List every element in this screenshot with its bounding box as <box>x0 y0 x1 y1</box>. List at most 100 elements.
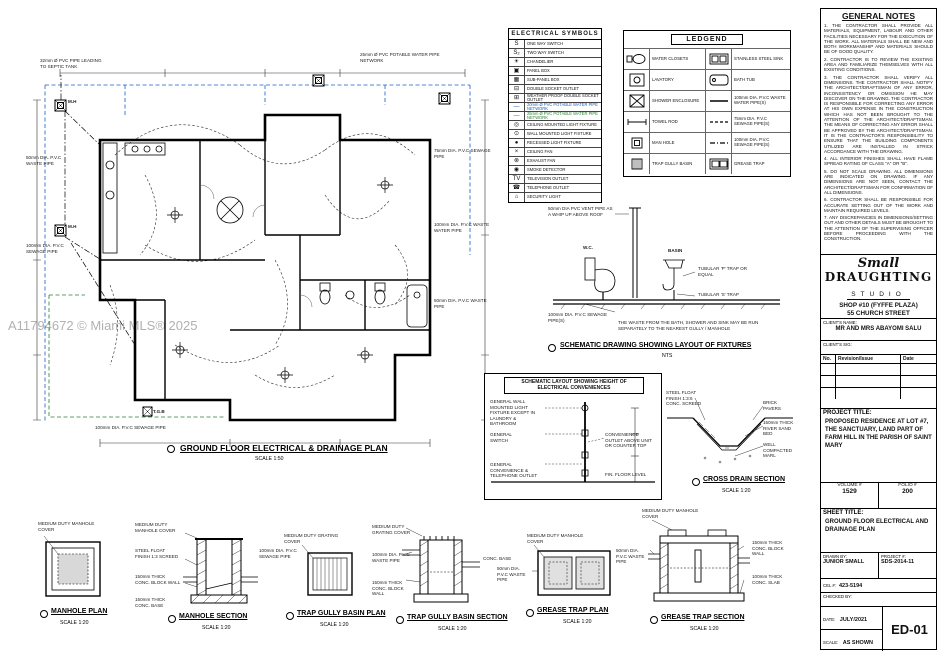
trap-gully-basin-icon <box>624 154 650 174</box>
grease-trap-section-title: GREASE TRAP SECTION <box>661 614 745 621</box>
studio-address: SHOP #10 (FYFFE PLAZA) <box>839 302 918 310</box>
detail-bubble <box>650 616 658 624</box>
legend-row: TOWEL ROD 75mm DIA. P.V.C SEWAGE PIPE(S) <box>624 111 790 132</box>
detail-bubble <box>548 344 556 352</box>
conveniences-title: SCHEMATIC LAYOUT SHOWING HEIGHT OF ELECT… <box>504 377 644 394</box>
title-block: GENERAL NOTES 1. THE CONTRACTOR SHALL PR… <box>820 8 937 651</box>
detail-bubble <box>526 609 534 617</box>
detail-bubble <box>168 615 176 623</box>
wc-tank <box>584 257 596 281</box>
pipe-annotation: 50mm DIA. P.V.C WASTE PIPE <box>26 155 62 166</box>
studio-name: DRAUGHTING <box>824 269 933 284</box>
cross-drain-title: CROSS DRAIN SECTION <box>703 476 786 483</box>
cross-drain-drawing <box>667 397 793 464</box>
symbol-row: ⊙WALL MOUNTED LIGHT FIXTURE <box>509 129 601 139</box>
drain-annotation: BRICK PAVERS <box>763 400 781 411</box>
panel-box-icon: ▣ <box>509 66 525 76</box>
telephone-outlet-icon: ☎ <box>509 183 525 193</box>
fixture-note: THE WASTE FROM THE BATH, SHOWER AND SINK… <box>618 320 759 331</box>
symbol-row: ⌂SECURITY LIGHT <box>509 193 601 202</box>
electrical-symbols-title: ELECTRICAL SYMBOLS <box>509 29 601 40</box>
water-closet-icon <box>624 49 650 69</box>
general-note: 6. CONTRACTOR SHALL BE RESPONSIBLE FOR A… <box>824 197 933 213</box>
sewage-pipe-100-icon <box>706 133 732 153</box>
symbol-row: ◉SMOKE DETECTOR <box>509 165 601 175</box>
floor-plan-title: GROUND FLOOR ELECTRICAL & DRAINAGE PLAN <box>180 443 388 453</box>
pipe-annotation: 100mm DIA. P.V.C WASTE WATER PIPE <box>434 222 490 233</box>
general-note: 1. THE CONTRACTOR SHALL PROVIDE ALL MATE… <box>824 23 933 55</box>
detail-bubble <box>286 612 294 620</box>
legend-row: TRAP GULLY BASIN GREASE TRAP <box>624 153 790 174</box>
volume-folio-section: VOLUME # 1529 FOLIO # 200 <box>821 483 936 509</box>
manhole-marker: M.H <box>68 99 77 104</box>
ground-hatch <box>560 303 766 310</box>
folio-number: 200 <box>902 488 913 495</box>
tgb-section-title: TRAP GULLY BASIN SECTION <box>407 614 508 621</box>
detail-annotation: 50mm DIA. P.V.C WASTE PIPE <box>497 566 526 582</box>
electrical-conveniences-box: SCHEMATIC LAYOUT SHOWING HEIGHT OF ELECT… <box>484 373 662 500</box>
legend-row: WATER CLOSETS STAINLESS STEEL SINK <box>624 48 790 69</box>
sewage-main <box>553 299 780 305</box>
detail-annotation: MEDIUM DUTY MANHOLE COVER <box>38 521 95 532</box>
tgb-plan-title: TRAP GULLY BASIN PLAN <box>297 610 386 617</box>
grease-trap-plan-scale: SCALE 1:20 <box>563 619 592 625</box>
legend-row: MAN HOLE 100mm DIA. P.V.C SEWAGE PIPE(S) <box>624 132 790 153</box>
stainless-sink-icon <box>706 49 732 69</box>
exhaust-fan-icon: ⊗ <box>509 156 525 166</box>
fixtures-schematic-scale: NTS <box>662 353 673 359</box>
detail-annotation: STEEL FLOAT FINISH 1:3 SCREED <box>135 548 179 559</box>
symbol-row: —25mm Ø PVC POTABLE WATER PIPE NETWORK <box>509 111 601 121</box>
shower-enclosure-icon <box>624 91 650 111</box>
detail-bubble <box>692 478 700 486</box>
symbol-row: ◎CEILING MOUNTED LIGHT FIXTURE <box>509 120 601 130</box>
manhole-plan-drawing <box>43 535 101 597</box>
symbol-row: ×CEILING FAN <box>509 147 601 157</box>
manhole-plan-scale: SCALE 1:20 <box>60 620 89 626</box>
studio-address: MORANT BAY <box>821 318 936 319</box>
revision-row <box>821 363 936 375</box>
general-note: 4. ALL INTERIOR FINISHES SHALL HAVE FLAM… <box>824 156 933 167</box>
symbol-row: ⊗EXHAUST FAN <box>509 156 601 166</box>
cross-drain-scale: SCALE 1:20 <box>722 488 751 494</box>
detail-annotation: MEDIUM DUTY GRATING COVER <box>284 533 339 544</box>
studio-subname: STUDIO <box>847 291 910 301</box>
pipe-annotation: 32mm Ø PVC PIPE LEADING TO SEPTIC TANK <box>40 58 102 69</box>
project-title-section: PROJECT TITLE: PROPOSED RESIDENCE AT LOT… <box>821 409 936 483</box>
sewage-pipe-75-icon <box>706 112 732 132</box>
client-name-section: CLIENT'S NAME: MR AND MRS ABAYOMI SALU <box>821 319 936 341</box>
manhole-plan-title: MANHOLE PLAN <box>51 608 108 615</box>
drain-annotation: 150mm THICK RIVER SAND BED <box>763 420 794 436</box>
symbol-row: ☎TELEPHONE OUTLET <box>509 183 601 193</box>
green-pipe-icon: — <box>509 111 525 121</box>
volume-number: 1529 <box>842 488 857 495</box>
potable-water-pipe-blue <box>44 84 471 423</box>
fixture-annotation: TUBULAR 'P' TRAP OR EQUAL <box>698 266 748 277</box>
tgb-plan-scale: SCALE 1:20 <box>320 622 349 628</box>
ceiling-fan-icon: × <box>509 147 525 157</box>
manhole-section-title: MANHOLE SECTION <box>179 613 248 620</box>
general-note: 5. DO NOT SCALE DRAWING. ALL DIMENSIONS … <box>824 168 933 195</box>
lavatory-icon <box>624 70 650 90</box>
symbol-row: ▣PANEL BOX <box>509 66 601 76</box>
detail-annotation: 150mm THICK CONC. BLOCK WALL <box>752 540 784 556</box>
detail-annotation: CONC. BASE <box>483 556 512 561</box>
fixture-annotation: TUBULAR 'S' TRAP <box>698 292 739 297</box>
detail-annotation: MEDIUM DUTY MANHOLE COVER <box>642 508 699 519</box>
tgb-section-drawing <box>402 527 480 603</box>
tgb-plan-drawing <box>301 545 353 596</box>
leader-lines <box>584 213 696 313</box>
drawn-by-section: DRAWN BY: JUNIOR SMALL PROJECT #: SDS-20… <box>821 553 936 579</box>
manhole-section-drawing <box>183 532 258 604</box>
detail-annotation: 100mm THICK CONC. SLAB <box>752 574 783 585</box>
sewage-pipe-run <box>60 75 136 346</box>
studio-name-script: Small <box>857 256 900 271</box>
wc-bowl <box>594 268 616 293</box>
wiring-arcs <box>109 124 416 388</box>
fixture-annotation: BASIN <box>668 248 683 253</box>
scale-value: AS SHOWN <box>842 639 873 646</box>
drawn-by: JUNIOR SMALL <box>823 559 865 565</box>
detail-bubble <box>40 610 48 618</box>
pipe-annotation: 50mm DIA. P.V.C WASTE PIPE <box>434 298 487 309</box>
detail-annotation: MEDIUM DUTY MANHOLE COVER <box>527 533 584 544</box>
